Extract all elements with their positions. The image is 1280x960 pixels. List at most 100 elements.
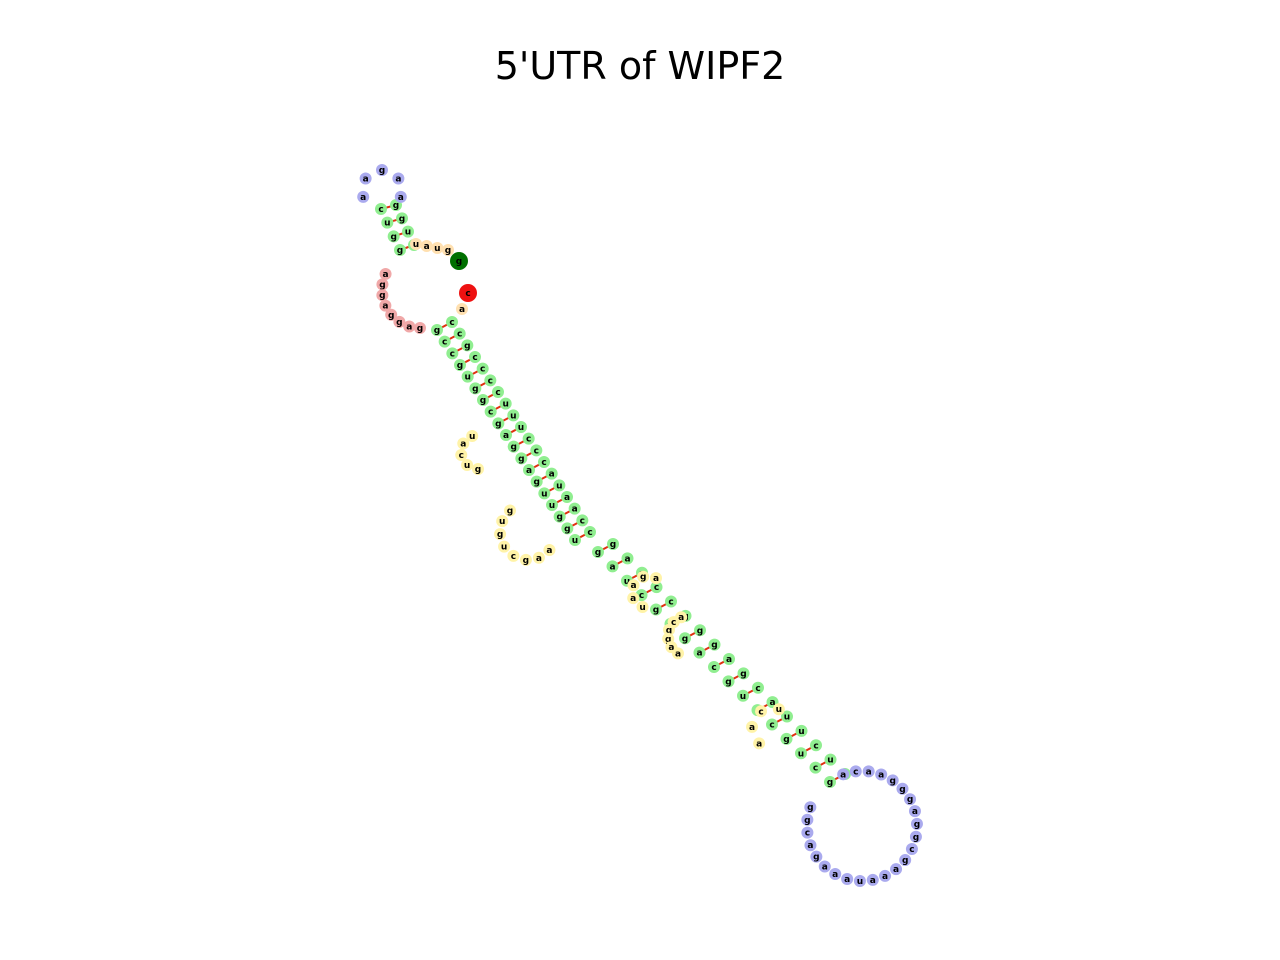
- multiloop-base: [379, 267, 392, 280]
- interior-loop-base: [543, 543, 556, 556]
- nucleotide-label: g: [457, 361, 463, 371]
- interior-loop-base: [662, 623, 675, 636]
- stem-base: [461, 339, 474, 352]
- nucleotide-label: c: [711, 663, 716, 673]
- nucleotide-label: u: [434, 244, 440, 254]
- nucleotide-label: u: [776, 705, 782, 715]
- nucleotide-label: g: [399, 214, 405, 224]
- nucleotide-label: c: [488, 408, 493, 418]
- nucleotide-label: u: [572, 536, 578, 546]
- stem-base: [561, 522, 574, 535]
- stem-base: [766, 718, 778, 731]
- interior-loop-base: [457, 437, 470, 450]
- stem-base: [553, 479, 566, 492]
- interior-loop-base: [627, 579, 640, 592]
- nucleotide-label: g: [697, 626, 703, 636]
- nucleotide-label: u: [549, 501, 555, 511]
- nucleotide-label: c: [534, 446, 539, 456]
- nucleotide-label: a: [363, 175, 369, 185]
- hairpin-loop-base: [875, 768, 888, 781]
- stem-base: [781, 710, 793, 723]
- stem-base: [375, 203, 387, 215]
- stem-base: [545, 467, 558, 480]
- stem-base: [522, 432, 535, 445]
- nucleotide-label: g: [523, 556, 529, 566]
- nucleotide-label: a: [630, 594, 636, 604]
- interior-loop-base: [498, 540, 511, 553]
- nucleotide-label: g: [827, 778, 833, 788]
- stem-base: [569, 534, 581, 546]
- stem-base: [492, 386, 504, 398]
- interior-loop-base: [461, 459, 474, 472]
- stem-base: [476, 362, 489, 375]
- nucleotide-label: g: [640, 573, 646, 583]
- nucleotide-label: c: [450, 349, 455, 359]
- nucleotide-label: g: [475, 465, 481, 475]
- unpaired-base: [410, 238, 422, 250]
- nucleotide-label: u: [784, 713, 790, 723]
- interior-loop-base: [637, 570, 650, 583]
- nucleotide-label: g: [379, 166, 385, 176]
- nucleotide-label: a: [383, 270, 389, 280]
- nucleotide-label: c: [526, 435, 531, 445]
- nucleotide-label: c: [580, 516, 585, 526]
- nucleotide-label: a: [749, 723, 755, 733]
- nucleotide-label: u: [510, 411, 516, 421]
- hairpin-loop-base: [359, 172, 372, 185]
- nucleotide-label: g: [725, 677, 731, 687]
- nucleotide-label: a: [609, 562, 615, 572]
- stem-base: [737, 689, 749, 702]
- nucleotide-label: a: [460, 440, 466, 450]
- nucleotide-label: g: [464, 341, 470, 351]
- nucleotide-label: g: [388, 311, 394, 321]
- stem-base: [530, 475, 543, 488]
- hairpin-loop-base: [357, 190, 370, 203]
- nucleotide-label: c: [758, 707, 763, 717]
- nucleotide-label: c: [639, 591, 644, 601]
- nucleotide-label: c: [541, 458, 546, 468]
- stem-base: [665, 595, 677, 608]
- stem-base: [499, 397, 512, 410]
- hairpin-loop-base: [866, 873, 879, 886]
- nucleotide-label: a: [756, 739, 762, 749]
- multiloop-base: [393, 315, 406, 328]
- nucleotide-label: g: [804, 816, 810, 826]
- hairpin-loop-base: [909, 830, 922, 843]
- nucleotide-label: u: [464, 461, 470, 471]
- stem-base: [538, 456, 550, 468]
- nucleotide-label: a: [840, 770, 846, 780]
- stem-base: [722, 675, 735, 688]
- hairpin-loop-base: [879, 869, 892, 882]
- nucleotide-label: u: [413, 240, 419, 250]
- hairpin-loop-base: [896, 782, 909, 795]
- stem-base: [469, 351, 481, 363]
- nucleotide-label: g: [495, 419, 501, 429]
- stem-base: [606, 560, 619, 573]
- nucleotide-label: a: [382, 302, 388, 312]
- unpaired-base: [442, 244, 454, 256]
- hairpin-loop-base: [804, 801, 817, 814]
- nucleotide-label: a: [882, 872, 888, 882]
- nucleotide-label: a: [546, 546, 552, 556]
- unpaired-base: [420, 240, 433, 252]
- interior-loop-base: [746, 720, 759, 733]
- stem-base: [795, 724, 808, 737]
- multiloop-base: [376, 289, 389, 302]
- hairpin-loop-base: [804, 839, 817, 852]
- nucleotide-label: a: [424, 242, 430, 252]
- nucleotide-label: g: [907, 795, 913, 805]
- nucleotide-label: u: [541, 489, 547, 499]
- hairpin-loop-base: [829, 868, 842, 881]
- nucleotide-label: a: [726, 655, 732, 665]
- stem-base: [469, 382, 482, 395]
- nucleotide-label: g: [497, 530, 503, 540]
- nucleotide-label: a: [769, 698, 775, 708]
- stem-base: [461, 370, 474, 383]
- stem-base: [584, 526, 596, 538]
- nucleotide-label: c: [909, 845, 914, 855]
- nucleotide-label: c: [480, 365, 485, 375]
- stem-base: [387, 230, 400, 243]
- nucleotide-label: g: [902, 856, 908, 866]
- stem-base: [394, 244, 406, 256]
